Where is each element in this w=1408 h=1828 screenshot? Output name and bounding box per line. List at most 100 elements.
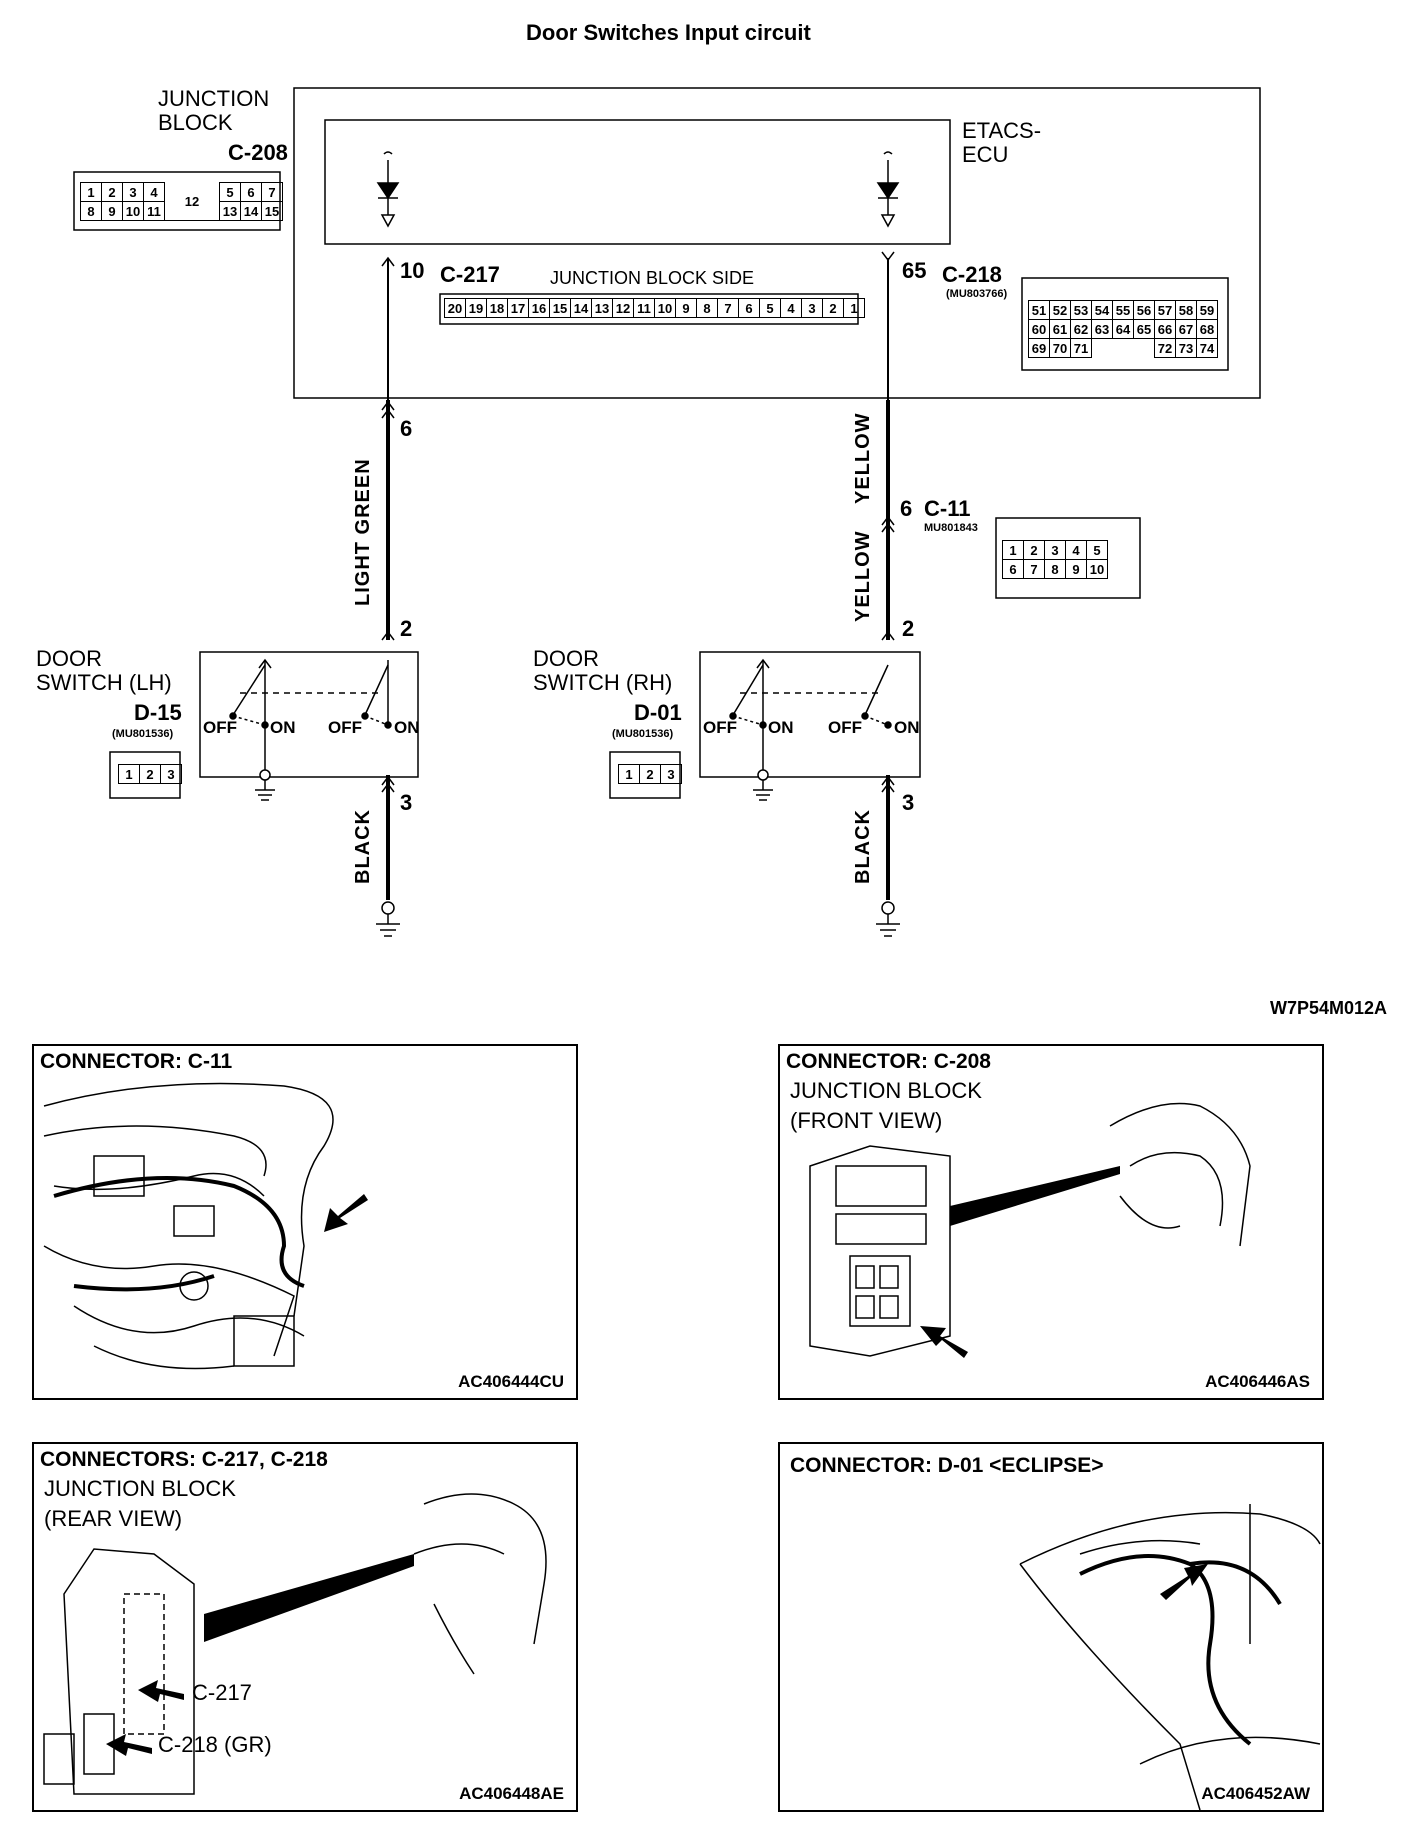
schematic-lines (73, 87, 1261, 937)
panel-d01-title: CONNECTOR: D-01 <ECLIPSE> (790, 1454, 1104, 1477)
wire-color-light-green: LIGHT GREEN (352, 458, 374, 606)
panel-c11-code: AC406444CU (458, 1372, 564, 1391)
junction-block-label-1: JUNCTION (158, 86, 270, 111)
pin: 66 (1154, 319, 1176, 339)
pin: 2 (639, 764, 661, 784)
pin: 73 (1175, 338, 1197, 358)
pin: 7 (717, 298, 739, 318)
pin: 60 (1028, 319, 1050, 339)
pin: 2 (139, 764, 161, 784)
pin: 18 (486, 298, 508, 318)
d01-part-number: (MU801536) (612, 728, 674, 740)
pin: 13 (219, 201, 241, 221)
pin: 6 (738, 298, 760, 318)
panel-c217-title: CONNECTORS: C-217, C-218 (40, 1448, 328, 1471)
c218-pin-number: 65 (902, 258, 927, 283)
pin: 51 (1028, 300, 1050, 320)
pin: 4 (780, 298, 802, 318)
pin: 20 (444, 298, 466, 318)
switch-lh-off-2: OFF (328, 718, 362, 737)
c208-pin-table: 1 2 3 4 12 5 6 7 8 9 10 11 13 14 15 (80, 182, 283, 221)
switch-lh-on-1: ON (270, 718, 296, 737)
pin: 10 (1086, 559, 1108, 579)
door-switch-rh-label-2: SWITCH (RH) (533, 670, 673, 695)
c218-part-number: (MU803766) (946, 288, 1008, 300)
pin: 57 (1154, 300, 1176, 320)
pin: 13 (591, 298, 613, 318)
ground-symbol-right (876, 901, 900, 937)
pin: 17 (507, 298, 529, 318)
pin: 12 (612, 298, 634, 318)
wire-left (381, 256, 395, 900)
panel-c208-sub2: (FRONT VIEW) (790, 1108, 943, 1133)
pin: 69 (1028, 338, 1050, 358)
pin: 7 (1023, 559, 1045, 579)
arrow-icon (106, 1734, 152, 1756)
pin: 6 (240, 182, 262, 202)
pin: 74 (1196, 338, 1218, 358)
pin: 1 (80, 182, 102, 202)
pin: 7 (261, 182, 283, 202)
panel-c217-sub1: JUNCTION BLOCK (44, 1476, 236, 1501)
pin-6-left: 6 (400, 416, 413, 441)
c218-connector-outline (1021, 277, 1229, 371)
panel-c217-code: AC406448AE (459, 1784, 564, 1803)
junction-block-label-2: BLOCK (158, 110, 233, 135)
pin: 2 (822, 298, 844, 318)
arrow-icon (324, 1194, 368, 1232)
wire-color-yellow-top: YELLOW (852, 412, 874, 504)
pin: 14 (240, 201, 262, 221)
switch-contacts-lh (229, 658, 392, 801)
pin-3-right: 3 (902, 790, 915, 815)
pin: 59 (1196, 300, 1218, 320)
pin: 3 (160, 764, 182, 784)
pin: 8 (1044, 559, 1066, 579)
pin: 10 (122, 201, 144, 221)
c208-label: C-208 (228, 140, 288, 165)
panel-d01-code: AC406452AW (1201, 1784, 1310, 1803)
junction-block-outline (293, 87, 1261, 399)
ecu-label-2: ECU (962, 142, 1009, 167)
pin: 9 (101, 201, 123, 221)
pin: 8 (80, 201, 102, 221)
pin: 2 (101, 182, 123, 202)
pin: 12 (164, 182, 220, 221)
d15-part-number: (MU801536) (112, 728, 174, 740)
page-title: Door Switches Input circuit (526, 20, 811, 45)
c11-part-number: MU801843 (924, 522, 978, 534)
pin: 56 (1133, 300, 1155, 320)
switch-lh-off-1: OFF (203, 718, 237, 737)
pin-2-right: 2 (902, 616, 915, 641)
pin: 1 (843, 298, 865, 318)
pin: 15 (261, 201, 283, 221)
pin: 2 (1023, 540, 1045, 560)
pin: 52 (1049, 300, 1071, 320)
c11-connector-outline (995, 517, 1141, 599)
switch-rh-on-2: ON (894, 718, 920, 737)
panel-c208-sub1: JUNCTION BLOCK (790, 1078, 982, 1103)
d15-pin-table: 1 2 3 (118, 764, 182, 784)
panel-c208-title: CONNECTOR: C-208 (786, 1050, 991, 1073)
pin-3-left: 3 (400, 790, 413, 815)
c11-pin-number: 6 (900, 496, 913, 521)
dashboard-illustration (43, 1082, 368, 1370)
pin: 1 (618, 764, 640, 784)
arrow-icon (1160, 1564, 1208, 1600)
callout-c218: C-218 (GR) (158, 1732, 272, 1757)
door-switch-lh-label-2: SWITCH (LH) (36, 670, 172, 695)
pin: 4 (1065, 540, 1087, 560)
diagram-code: W7P54M012A (1270, 998, 1388, 1018)
pin: 11 (633, 298, 655, 318)
pin: 10 (654, 298, 676, 318)
diode-left (376, 151, 400, 228)
pin: 68 (1196, 319, 1218, 339)
wire-color-yellow-bottom: YELLOW (852, 530, 874, 622)
pointer-wedge (950, 1166, 1120, 1226)
junction-block-front-illustration (809, 1102, 1251, 1358)
diode-right (876, 151, 900, 228)
door-switch-lh-box (199, 651, 419, 778)
switch-lh-on-2: ON (394, 718, 420, 737)
empty-pin (1113, 339, 1134, 358)
